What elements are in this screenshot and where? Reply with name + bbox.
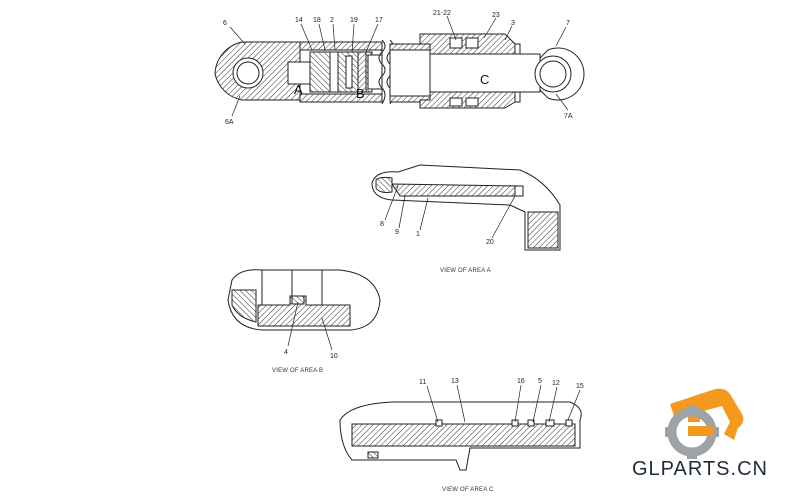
view-area-b <box>227 269 381 331</box>
callout-9: 9 <box>395 229 399 236</box>
callout-6: 6 <box>223 20 227 27</box>
view-a-section <box>391 183 523 197</box>
view-c-leaders <box>426 384 581 423</box>
callout-15: 15 <box>576 383 584 390</box>
callout-1: 1 <box>416 231 420 238</box>
callout-17: 17 <box>375 17 383 24</box>
view-captions: VIEW OF AREA A VIEW OF AREA B VIEW OF AR… <box>272 268 494 493</box>
callout-13: 13 <box>451 378 459 385</box>
callout-16: 16 <box>517 378 525 385</box>
caption-view-c: VIEW OF AREA C <box>442 487 494 493</box>
view-c-section <box>351 423 576 447</box>
callout-5: 5 <box>538 378 542 385</box>
callout-18: 18 <box>313 17 321 24</box>
caption-view-a: VIEW OF AREA A <box>440 268 491 274</box>
callout-6a: 6A <box>225 119 234 126</box>
callout-3: 3 <box>511 20 515 27</box>
callout-19: 19 <box>350 17 358 24</box>
view-area-c <box>339 401 582 471</box>
view-b-leaders <box>287 301 333 351</box>
callout-21-22: 21-22 <box>433 10 451 17</box>
main-leader-lines <box>229 15 569 117</box>
callout-4: 4 <box>284 349 288 356</box>
area-a-marker: A <box>294 82 303 97</box>
callout-11: 11 <box>419 379 426 386</box>
callout-10: 10 <box>330 353 338 360</box>
callout-23: 23 <box>492 12 500 19</box>
callout-2: 2 <box>330 17 334 24</box>
brand-logo-icon <box>665 388 744 459</box>
view-a-leaders <box>384 185 516 239</box>
callout-7a: 7A <box>564 113 573 120</box>
callout-7: 7 <box>566 20 570 27</box>
area-c-marker: C <box>480 72 489 87</box>
brand-logo-text: GLPARTS.CN <box>632 458 768 480</box>
view-area-a <box>371 164 561 251</box>
callout-14: 14 <box>295 17 303 24</box>
area-b-marker: B <box>356 86 365 101</box>
callout-labels: 6 6A 14 18 2 19 17 21-22 23 3 7 7A A B C… <box>223 10 584 390</box>
callout-20: 20 <box>486 239 494 246</box>
callout-8: 8 <box>380 221 384 228</box>
callout-12: 12 <box>552 380 560 387</box>
caption-view-b: VIEW OF AREA B <box>272 368 323 374</box>
cylinder-main-view <box>214 33 585 109</box>
piston-rod <box>429 53 541 93</box>
view-b-section <box>257 295 351 327</box>
